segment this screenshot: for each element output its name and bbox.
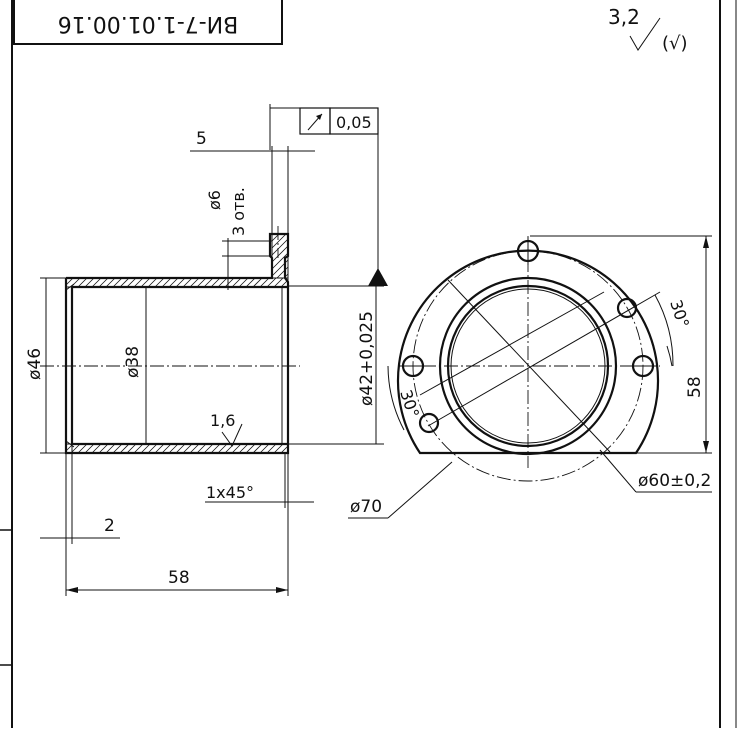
hatch-line	[175, 443, 186, 454]
runout-value: 0,05	[336, 113, 372, 132]
hatch-line	[217, 443, 228, 454]
title-block-code: ВИ-7-1.01.00.16	[58, 11, 238, 36]
hatch-line	[266, 277, 277, 288]
dim-hole-count: 3 отв.	[229, 187, 248, 236]
hatch-line	[217, 277, 228, 288]
bolt-holes	[399, 237, 657, 434]
hatch-line	[119, 443, 130, 454]
hatch-line	[65, 277, 74, 286]
hatch-line	[203, 277, 214, 288]
hatch-line	[196, 443, 207, 454]
hatch-line	[189, 443, 200, 454]
datum-triangle	[368, 268, 388, 286]
dim-flange-thickness: 5	[196, 129, 207, 149]
hatch-line	[168, 443, 179, 454]
hatch-line	[91, 443, 102, 454]
hatch-line	[231, 277, 242, 288]
hatch-line	[91, 277, 102, 288]
hatch-line	[105, 277, 116, 288]
hatch-line	[133, 277, 144, 288]
dim-pcd: ø60±0,2	[638, 471, 711, 491]
hatch-line	[161, 277, 172, 288]
hatch-line	[105, 443, 116, 454]
dim-outer-dia: ø46	[25, 348, 45, 380]
hatch-line	[119, 277, 130, 288]
hatch-line	[271, 238, 289, 256]
hatch-line	[196, 277, 207, 288]
section-hatching	[65, 233, 289, 454]
roughness-general: (√)	[662, 33, 688, 54]
hatch-line	[245, 443, 256, 454]
hatch-line	[112, 443, 123, 454]
hatch-line	[126, 443, 137, 454]
hatch-line	[77, 443, 88, 454]
hatch-line	[203, 443, 214, 454]
hatch-line	[140, 277, 151, 288]
hatch-line	[84, 277, 95, 288]
hatch-line	[210, 443, 221, 454]
dim-height-right: 58	[685, 376, 705, 398]
hatch-line	[266, 443, 277, 454]
hatch-line	[252, 443, 263, 454]
roughness-value: 3,2	[608, 5, 640, 29]
hatch-line	[182, 277, 193, 288]
hatch-line	[245, 277, 256, 288]
hatch-line	[98, 443, 109, 454]
dim-length: 58	[168, 568, 190, 588]
hatch-line	[271, 245, 289, 263]
roughness-local: 1,6	[210, 411, 235, 430]
hatch-line	[259, 277, 270, 288]
hatch-line	[98, 277, 109, 288]
hatch-line	[273, 443, 284, 454]
hatch-line	[175, 277, 186, 288]
hatch-line	[77, 277, 88, 288]
hatch-line	[273, 277, 284, 288]
hatch-line	[147, 277, 158, 288]
hatch-line	[210, 277, 221, 288]
dim-angle-top: 30°	[666, 297, 693, 330]
section-view: 5 ø6 3 отв. 0,05 ø46 ø38 ø42	[25, 104, 388, 596]
front-view: 30° 30° 58 ø70 ø60±0,2	[348, 235, 712, 519]
dim-spigot-dia: ø42+0,025	[357, 311, 377, 406]
hatch-line	[280, 445, 289, 454]
hatch-line	[126, 277, 137, 288]
sheet-frame	[0, 0, 737, 728]
hatch-line	[189, 277, 200, 288]
hatch-line	[154, 443, 165, 454]
hatch-line	[140, 443, 151, 454]
hatch-line	[224, 277, 235, 288]
hatch-line	[238, 277, 249, 288]
roughness-symbol: 3,2 (√)	[608, 5, 688, 54]
hatch-line	[271, 233, 287, 249]
dim-flange-dia: ø70	[350, 497, 382, 517]
hatch-line	[238, 443, 249, 454]
hatch-line	[259, 443, 270, 454]
hatch-line	[182, 443, 193, 454]
hatch-line	[161, 443, 172, 454]
hatch-line	[276, 266, 289, 279]
hatch-line	[154, 277, 165, 288]
dim-angle-left: 30°	[396, 387, 423, 420]
hatch-line	[168, 277, 179, 288]
hatch-line	[271, 252, 289, 270]
hatch-line	[252, 277, 263, 288]
runout-tolerance-frame: 0,05	[269, 104, 388, 286]
dim-chamfer: 1x45°	[206, 483, 254, 502]
hatch-line	[84, 443, 95, 454]
hatch-line	[133, 443, 144, 454]
hatch-line	[112, 277, 123, 288]
hatch-line	[231, 443, 242, 454]
title-block: ВИ-7-1.01.00.16	[13, 0, 283, 45]
dim-step: 2	[104, 516, 115, 536]
hatch-line	[147, 443, 158, 454]
dim-hole-dia: ø6	[205, 190, 224, 210]
dim-inner-dia: ø38	[123, 346, 143, 378]
